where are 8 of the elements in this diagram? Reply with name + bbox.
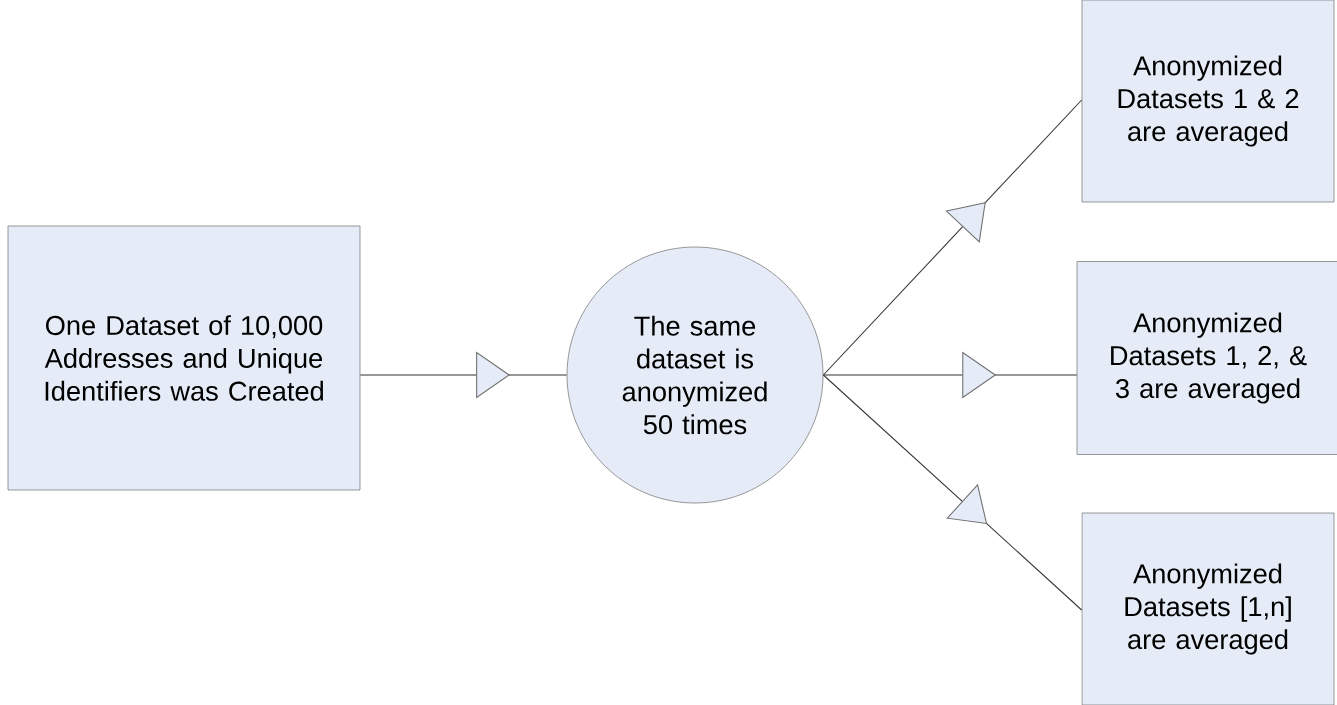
arrow — [822, 351, 1078, 399]
arrow — [359, 351, 568, 399]
process-box: One Dataset of 10,000 Addresses and Unique Identifiers was Created — [7, 225, 361, 491]
process-box: Anonymized Datasets 1 & 2 are averaged — [1081, 0, 1335, 203]
arrow — [822, 374, 1083, 611]
arrow — [822, 99, 1083, 376]
process-box: Anonymized Datasets 1, 2, & 3 are averaged — [1076, 261, 1337, 455]
process-box: Anonymized Datasets [1,n] are averaged — [1081, 512, 1335, 705]
